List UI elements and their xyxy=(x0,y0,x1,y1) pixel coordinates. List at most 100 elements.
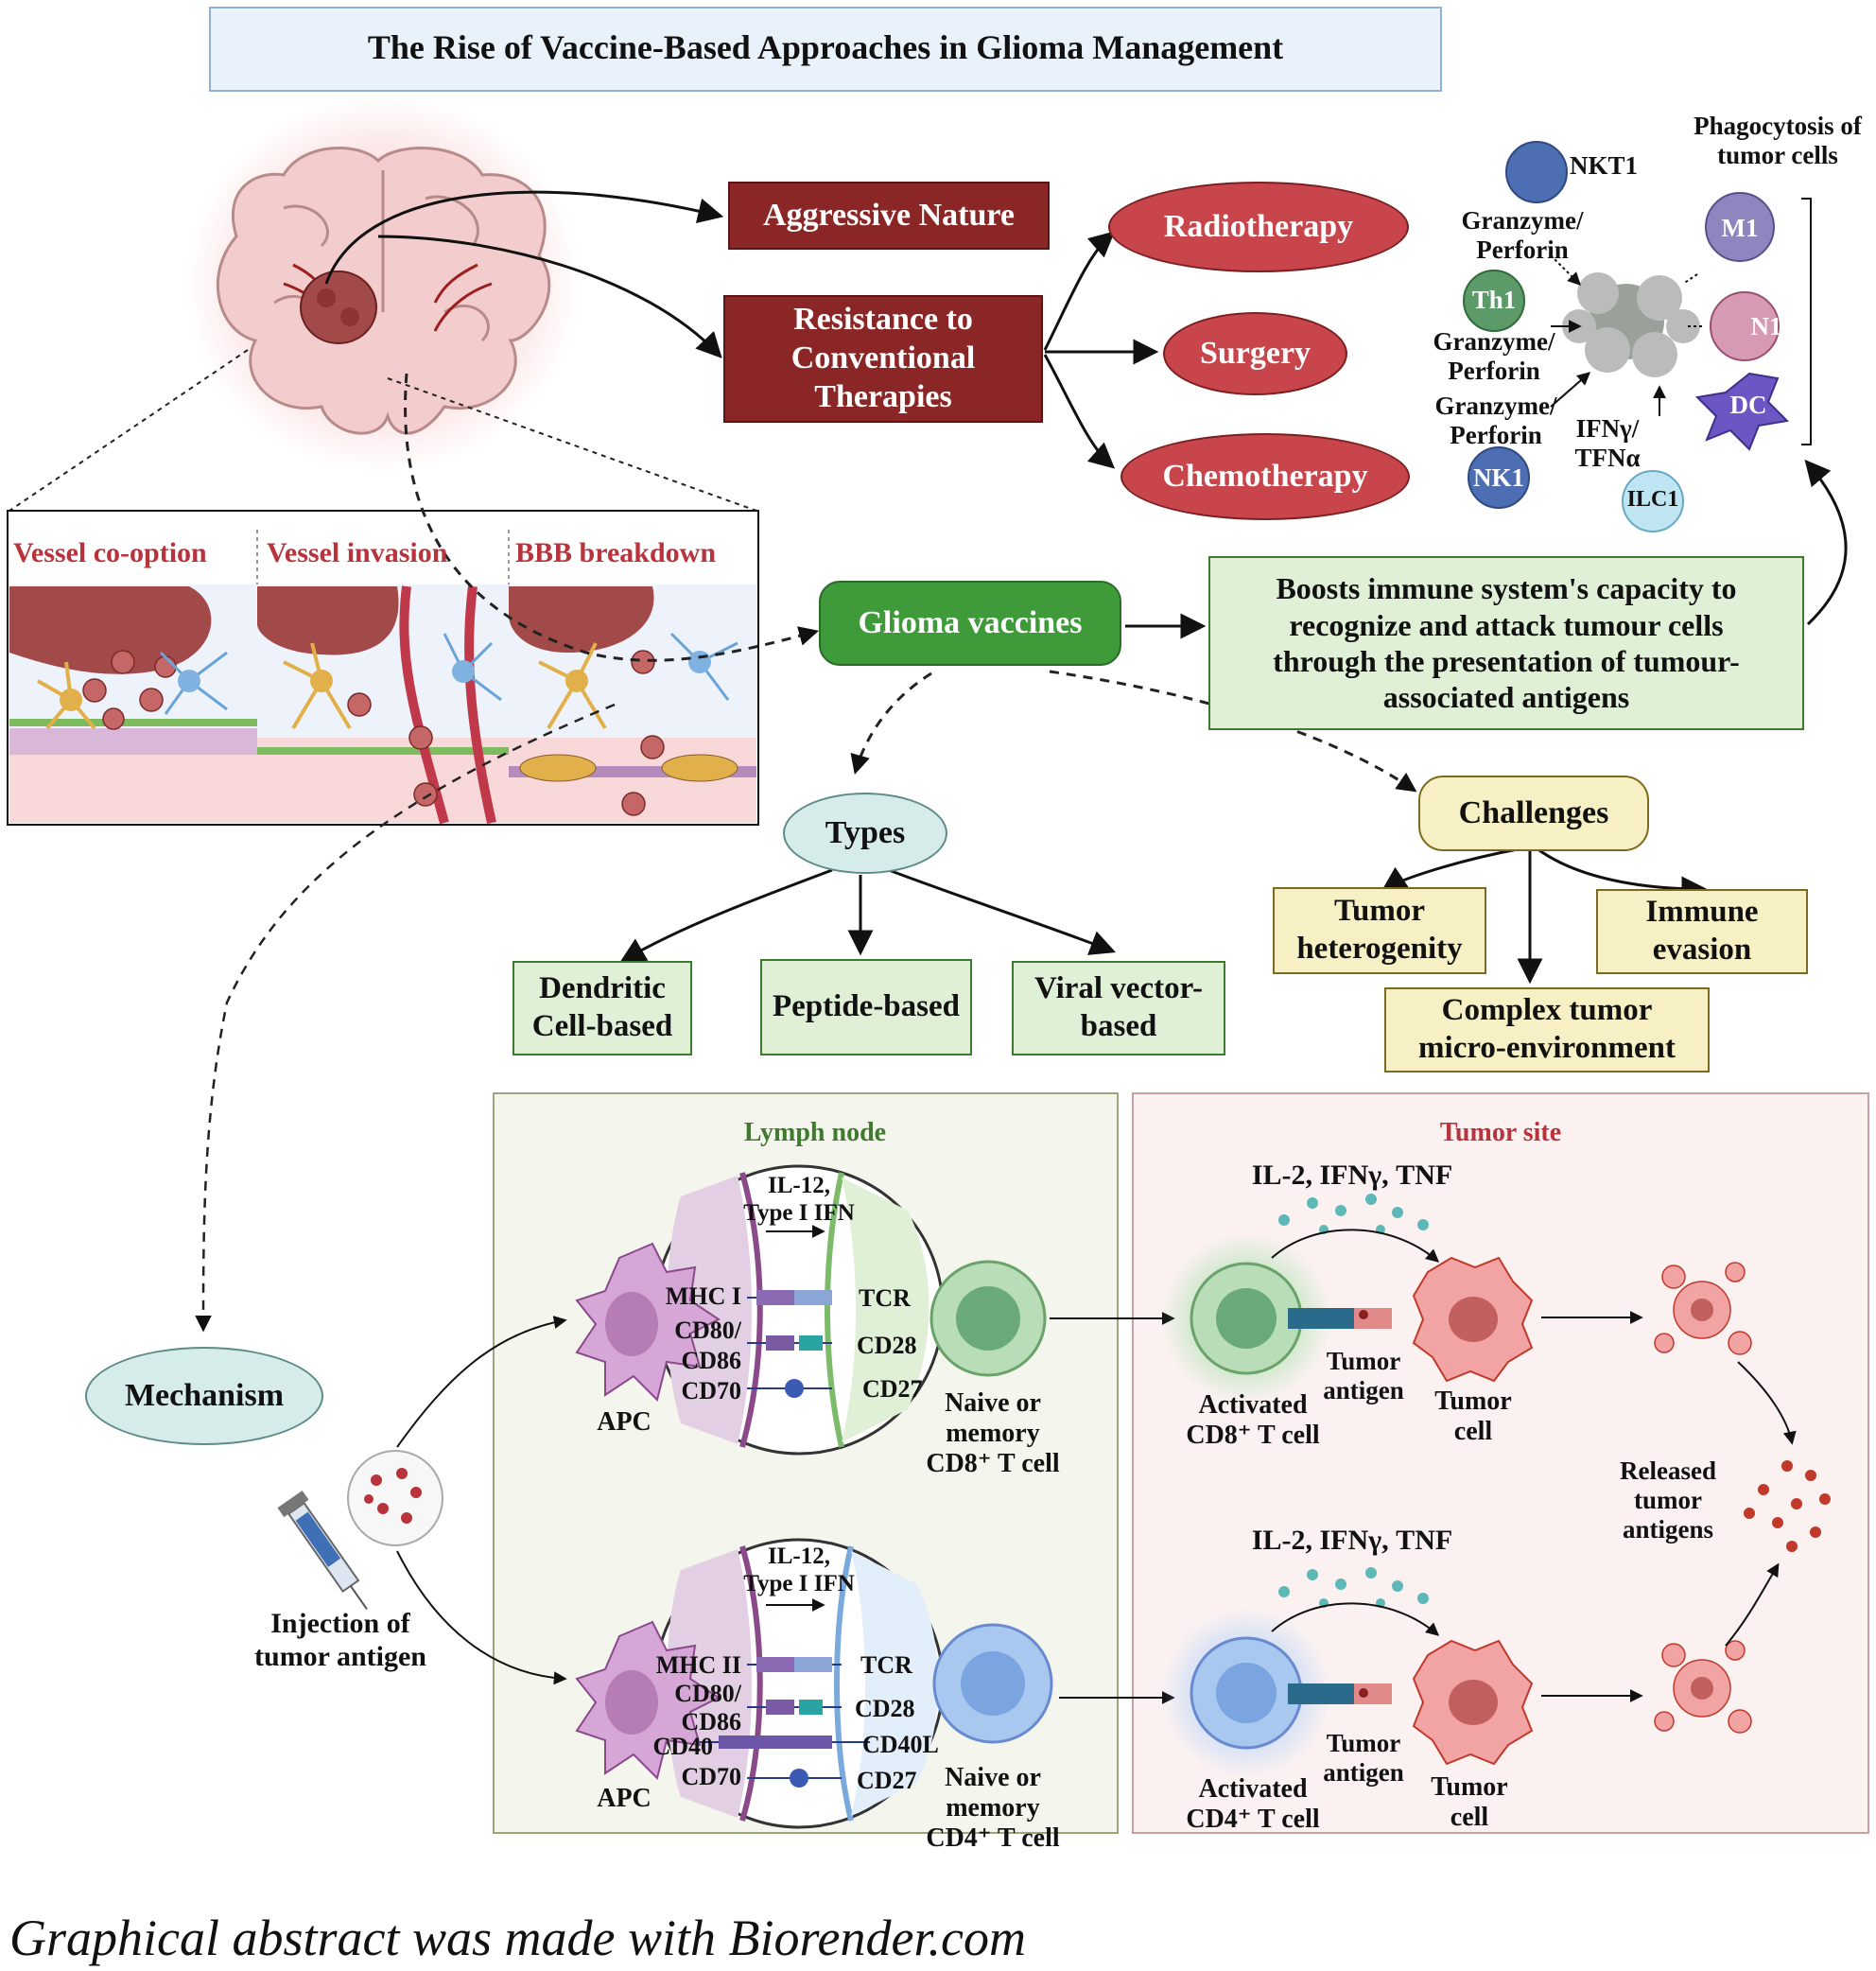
tumor-cell-bottom-label: Tumor cell xyxy=(1422,1772,1517,1833)
type-peptide: Peptide-based xyxy=(760,959,972,1055)
tumor-cell-bottom-line-2: cell xyxy=(1450,1803,1489,1833)
naive-cd4-label: Naive or memory CD4⁺ T cell xyxy=(917,1763,1068,1855)
cell-ilc1-label: ILC1 xyxy=(1626,487,1679,512)
type-dendritic-line-2: Cell-based xyxy=(531,1009,673,1043)
cd80-label-top: CD80/ xyxy=(674,1317,741,1344)
naive-cd4-line-1: Naive or xyxy=(945,1763,1041,1792)
cytokine-bottom-line-1: IL-12, xyxy=(768,1544,830,1569)
cd80-label-bottom: CD80/ xyxy=(674,1680,741,1707)
challenge-heterogenity: Tumor heterogenity xyxy=(1273,887,1486,974)
cd70-label-bottom: CD70 xyxy=(681,1763,741,1790)
resistance-line-3: Therapies xyxy=(814,378,952,414)
type-peptide-label: Peptide-based xyxy=(773,989,960,1024)
activated-cd4-line-1: Activated xyxy=(1198,1774,1308,1804)
naive-cd4-line-2: memory xyxy=(946,1793,1040,1823)
cd28-label-bottom: CD28 xyxy=(855,1695,915,1722)
cytokine-bottom: IL-12, Type I IFN xyxy=(728,1544,870,1598)
released-line-1: Released xyxy=(1620,1456,1716,1485)
cd27-label-top: CD27 xyxy=(862,1375,923,1403)
challenge-heterogenity-line-1: Tumor xyxy=(1334,894,1425,929)
injection-illustration xyxy=(277,1450,443,1611)
apc-bottom xyxy=(575,1620,721,1780)
type-dendritic-line-1: Dendritic xyxy=(539,971,666,1006)
tumor-antigen-bottom-line-1: Tumor xyxy=(1326,1729,1401,1757)
granzyme-1-line-2: Perforin xyxy=(1476,235,1569,265)
granzyme-3-line-1: Granzyme/ xyxy=(1434,392,1557,420)
injection-label: Injection of tumor antigen xyxy=(236,1608,444,1673)
injection-line-2: tumor antigen xyxy=(254,1640,426,1672)
cell-nkt1-label: NKT1 xyxy=(1570,151,1639,180)
vessel-co-option-label: Vessel co-option xyxy=(13,537,207,568)
activated-cd8-line-2: CD8⁺ T cell xyxy=(1186,1421,1320,1451)
therapy-surgery: Surgery xyxy=(1163,312,1347,395)
granzyme-2-line-1: Granzyme/ xyxy=(1433,327,1555,356)
boosts-line-1: Boosts immune system's capacity to xyxy=(1276,571,1737,606)
tumor-antigen-top-line-1: Tumor xyxy=(1326,1347,1401,1375)
ifn-line-1: IFNγ/ xyxy=(1575,414,1640,443)
cd86-label-bottom: CD86 xyxy=(681,1708,741,1736)
resistance-line-1: Resistance to xyxy=(793,302,973,338)
granzyme-label-2: Granzyme/ Perforin xyxy=(1418,327,1570,386)
released-line-3: antigens xyxy=(1622,1515,1714,1544)
aggressive-nature-box: Aggressive Nature xyxy=(728,182,1050,250)
granzyme-3-line-2: Perforin xyxy=(1450,421,1542,450)
cell-nk1-label: NK1 xyxy=(1473,463,1524,492)
lymph-node-title: Lymph node xyxy=(743,1118,887,1147)
tumor-antigen-top: Tumor antigen xyxy=(1316,1347,1411,1405)
phagocytosis-label: Phagocytosis of tumor cells xyxy=(1664,112,1876,170)
synapse-top xyxy=(653,1164,945,1456)
boosts-line-2: recognize and attack tumour cells xyxy=(1289,607,1724,642)
phagocytosis-line-1: Phagocytosis of xyxy=(1694,112,1862,140)
tumor-cell-top-label: Tumor cell xyxy=(1426,1387,1520,1447)
tumor-cell-top-line-2: cell xyxy=(1453,1417,1493,1447)
therapy-chemotherapy: Chemotherapy xyxy=(1120,433,1410,520)
tumor-cell-bottom-line-1: Tumor xyxy=(1431,1772,1508,1802)
cell-th1-label: Th1 xyxy=(1471,286,1517,314)
type-dendritic: Dendritic Cell-based xyxy=(512,961,692,1055)
cell-n1-label: N1 xyxy=(1750,312,1782,340)
page-title: The Rise of Vaccine-Based Approaches in … xyxy=(367,28,1284,66)
cd40-label: CD40 xyxy=(652,1733,713,1760)
types-oval: Types xyxy=(783,793,947,874)
cd27-label-bottom: CD27 xyxy=(857,1767,917,1794)
cytokine-top-line-1: IL-12, xyxy=(768,1173,830,1198)
tumor-cell-top-line-1: Tumor xyxy=(1434,1387,1512,1416)
granzyme-1-line-1: Granzyme/ xyxy=(1461,206,1584,235)
footer-credit: Graphical abstract was made with Biorend… xyxy=(9,1910,1026,1966)
therapy-chemotherapy-label: Chemotherapy xyxy=(1162,458,1368,494)
bbb-breakdown-label: BBB breakdown xyxy=(515,537,717,568)
naive-cd8-line-2: memory xyxy=(946,1419,1040,1449)
resistance-line-2: Conventional xyxy=(790,340,976,376)
type-viral-line-1: Viral vector- xyxy=(1034,971,1204,1006)
cd28-label-top: CD28 xyxy=(857,1332,917,1359)
boosts-line-3: through the presentation of tumour- xyxy=(1273,644,1740,678)
ifn-line-2: TFNα xyxy=(1574,444,1641,473)
cd40l-label: CD40L xyxy=(862,1731,939,1758)
aggressive-nature-label: Aggressive Nature xyxy=(763,197,1015,233)
tumor-antigen-top-line-2: antigen xyxy=(1323,1376,1404,1405)
activated-cd8-line-1: Activated xyxy=(1198,1390,1308,1420)
apc-label-top: APC xyxy=(597,1407,651,1437)
granzyme-label-3: Granzyme/ Perforin xyxy=(1420,392,1572,450)
tumor-cell-top xyxy=(1412,1256,1534,1383)
naive-cd8-label: Naive or memory CD8⁺ T cell xyxy=(917,1388,1068,1480)
challenge-micro-line-2: micro-environment xyxy=(1418,1031,1676,1065)
cytokine-top-line-2: Type I IFN xyxy=(743,1199,855,1226)
glioma-vaccines-box: Glioma vaccines xyxy=(819,581,1121,666)
type-viral-line-2: based xyxy=(1080,1009,1157,1043)
released-line-2: tumor xyxy=(1634,1486,1702,1515)
tcr-label-bottom: TCR xyxy=(860,1651,912,1679)
types-label: Types xyxy=(825,814,906,850)
mechanism-oval: Mechanism xyxy=(85,1347,323,1445)
vessel-invasion-label: Vessel invasion xyxy=(267,537,448,568)
boosts-box: Boosts immune system's capacity to recog… xyxy=(1208,556,1804,730)
tumor-site-title: Tumor site xyxy=(1439,1118,1562,1147)
brain-illustration xyxy=(184,95,582,473)
immune-killing-illustration xyxy=(1463,141,1812,532)
resistance-box: Resistance to Conventional Therapies xyxy=(723,295,1043,423)
tumor-cytokines-bottom: IL-2, IFNγ, TNF xyxy=(1251,1525,1453,1556)
therapy-radiotherapy: Radiotherapy xyxy=(1108,182,1409,272)
challenge-evasion-line-1: Immune xyxy=(1645,895,1759,930)
